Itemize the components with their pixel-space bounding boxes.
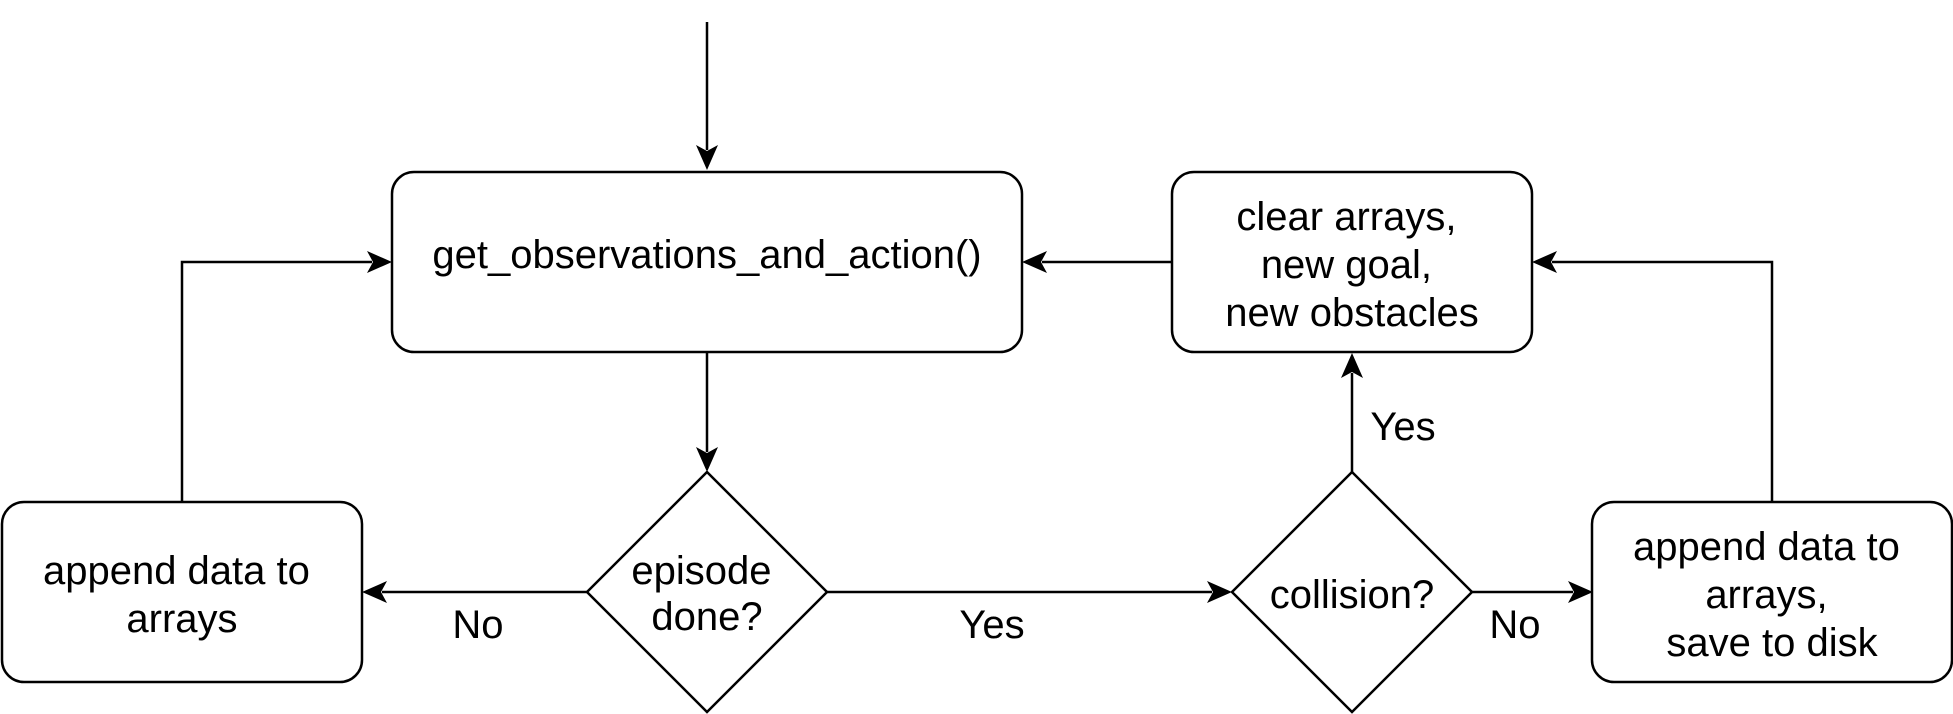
edge-get-observations-to-episode-done — [696, 352, 718, 472]
node-append-data-left-label: append data to arrays — [43, 549, 321, 641]
edge-collision-no — [1472, 581, 1593, 603]
node-append-data-left: append data to arrays — [0, 500, 364, 684]
edge-collision-yes — [1341, 353, 1363, 472]
edge-label-collision-yes: Yes — [1370, 405, 1435, 449]
edge-entry-to-get-observations — [696, 22, 718, 170]
edge-episode-done-no — [362, 581, 587, 603]
node-clear-arrays-label: clear arrays, new goal, new obstacles — [1225, 195, 1478, 335]
edge-append-left-to-get-observations — [180, 251, 392, 502]
edge-append-save-to-clear-arrays — [1532, 251, 1774, 502]
node-append-data-save: append data to arrays, save to disk — [1590, 500, 1953, 684]
edge-label-episode-yes: Yes — [959, 603, 1024, 647]
node-episode-done-label: episode done? — [631, 549, 782, 639]
node-collision-decision: collision? — [1230, 470, 1474, 714]
node-episode-done-decision: episode done? — [585, 470, 829, 714]
edge-label-episode-no: No — [452, 603, 503, 647]
node-get-observations: get_observations_and_action() — [390, 170, 1024, 354]
node-get-observations-label: get_observations_and_action() — [432, 233, 981, 277]
node-append-data-save-label: append data to arrays, save to disk — [1633, 525, 1911, 665]
node-clear-arrays: clear arrays, new goal, new obstacles — [1170, 170, 1534, 354]
edge-label-collision-no: No — [1489, 603, 1540, 647]
edge-clear-arrays-to-get-observations — [1022, 251, 1172, 273]
node-collision-label: collision? — [1270, 573, 1435, 617]
edge-episode-done-yes — [827, 581, 1232, 603]
